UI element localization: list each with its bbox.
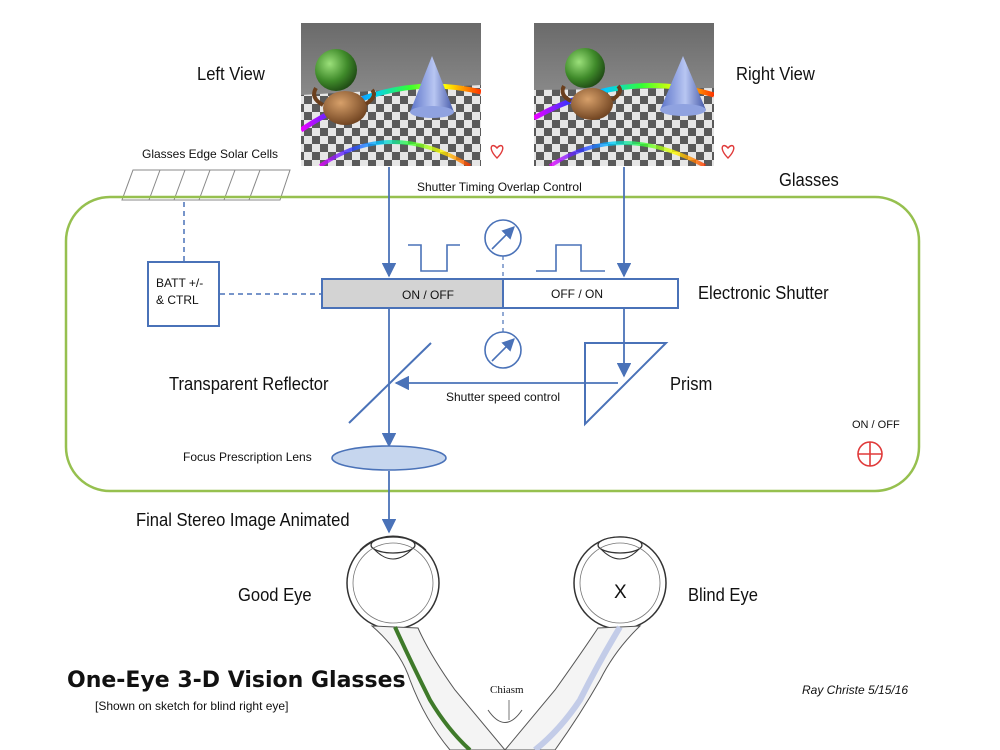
blind-mark: X	[614, 582, 627, 603]
shutter-speed-label: Shutter speed control	[446, 390, 561, 404]
shutter-off-segment	[502, 278, 679, 309]
author-credit: Ray Christe 5/15/16	[802, 683, 909, 697]
battery-label-line1: BATT +/-	[156, 276, 204, 290]
blind-optic-nerve	[504, 625, 642, 750]
prism	[584, 342, 669, 427]
good-eye-label: Good Eye	[238, 585, 312, 605]
blind-eye	[573, 536, 667, 630]
solar-cells-label: Glasses Edge Solar Cells	[142, 147, 279, 161]
glasses-label: Glasses	[779, 170, 839, 190]
pulse-wave-right	[536, 244, 605, 272]
timing-dial-icon	[484, 219, 522, 257]
glasses-frame	[64, 195, 921, 493]
final-image-label: Final Stereo Image Animated	[136, 510, 350, 530]
electronic-shutter-label: Electronic Shutter	[698, 283, 829, 303]
shutter-right-label: OFF / ON	[551, 287, 603, 301]
page-subtitle: [Shown on sketch for blind right eye]	[95, 699, 289, 713]
speed-dial-icon	[484, 331, 522, 369]
left-view-image	[301, 23, 481, 166]
shutter-left-label: ON / OFF	[402, 288, 454, 302]
lens-label: Focus Prescription Lens	[183, 450, 312, 464]
transparent-reflector	[348, 342, 432, 424]
right-view-label: Right View	[736, 64, 815, 84]
prescription-lens	[331, 445, 447, 471]
chiasm-label: Chiasm	[490, 684, 524, 696]
shutter-timing-label: Shutter Timing Overlap Control	[417, 180, 582, 194]
power-switch-label: ON / OFF	[852, 419, 900, 431]
blind-eye-label: Blind Eye	[688, 585, 758, 605]
shutter-on-segment	[321, 278, 504, 309]
heart-icon	[721, 144, 735, 159]
good-eye	[346, 535, 440, 630]
power-switch-icon	[857, 441, 883, 467]
right-view-image	[534, 23, 714, 166]
reflector-label: Transparent Reflector	[169, 374, 329, 394]
good-optic-nerve	[370, 625, 506, 750]
pulse-wave-left	[408, 244, 460, 272]
heart-icon	[490, 144, 504, 159]
battery-control-box	[147, 261, 220, 327]
left-view-label: Left View	[197, 64, 265, 84]
solar-cells-icon	[121, 169, 291, 201]
page-title: One-Eye 3-D Vision Glasses	[67, 668, 406, 693]
prism-label: Prism	[670, 374, 713, 394]
battery-label-line2: & CTRL	[156, 293, 199, 307]
